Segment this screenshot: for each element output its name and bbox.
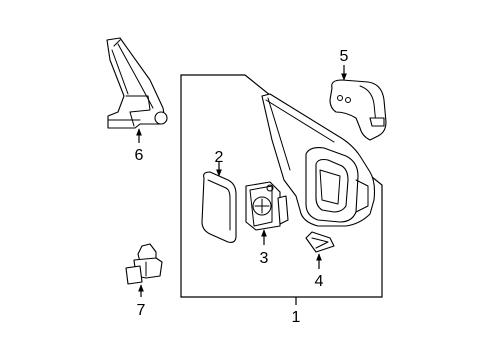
part-7-connector xyxy=(125,243,163,285)
callout-4-label: 4 xyxy=(315,273,324,290)
callout-1-label: 1 xyxy=(292,309,301,326)
part-3-actuator-motor xyxy=(245,181,289,231)
part-6-mount-bracket xyxy=(106,37,168,129)
callout-2-label: 2 xyxy=(215,149,224,166)
part-4-clip xyxy=(305,231,335,253)
callout-3-label: 3 xyxy=(260,250,269,267)
part-2-mirror-glass xyxy=(201,171,237,243)
callout-7-label: 7 xyxy=(137,302,146,319)
part-1-mirror-housing xyxy=(261,93,376,227)
callout-5-label: 5 xyxy=(340,48,349,65)
part-5-mirror-cover xyxy=(329,79,387,141)
assembly-frame xyxy=(180,74,383,298)
callout-6-label: 6 xyxy=(135,147,144,164)
